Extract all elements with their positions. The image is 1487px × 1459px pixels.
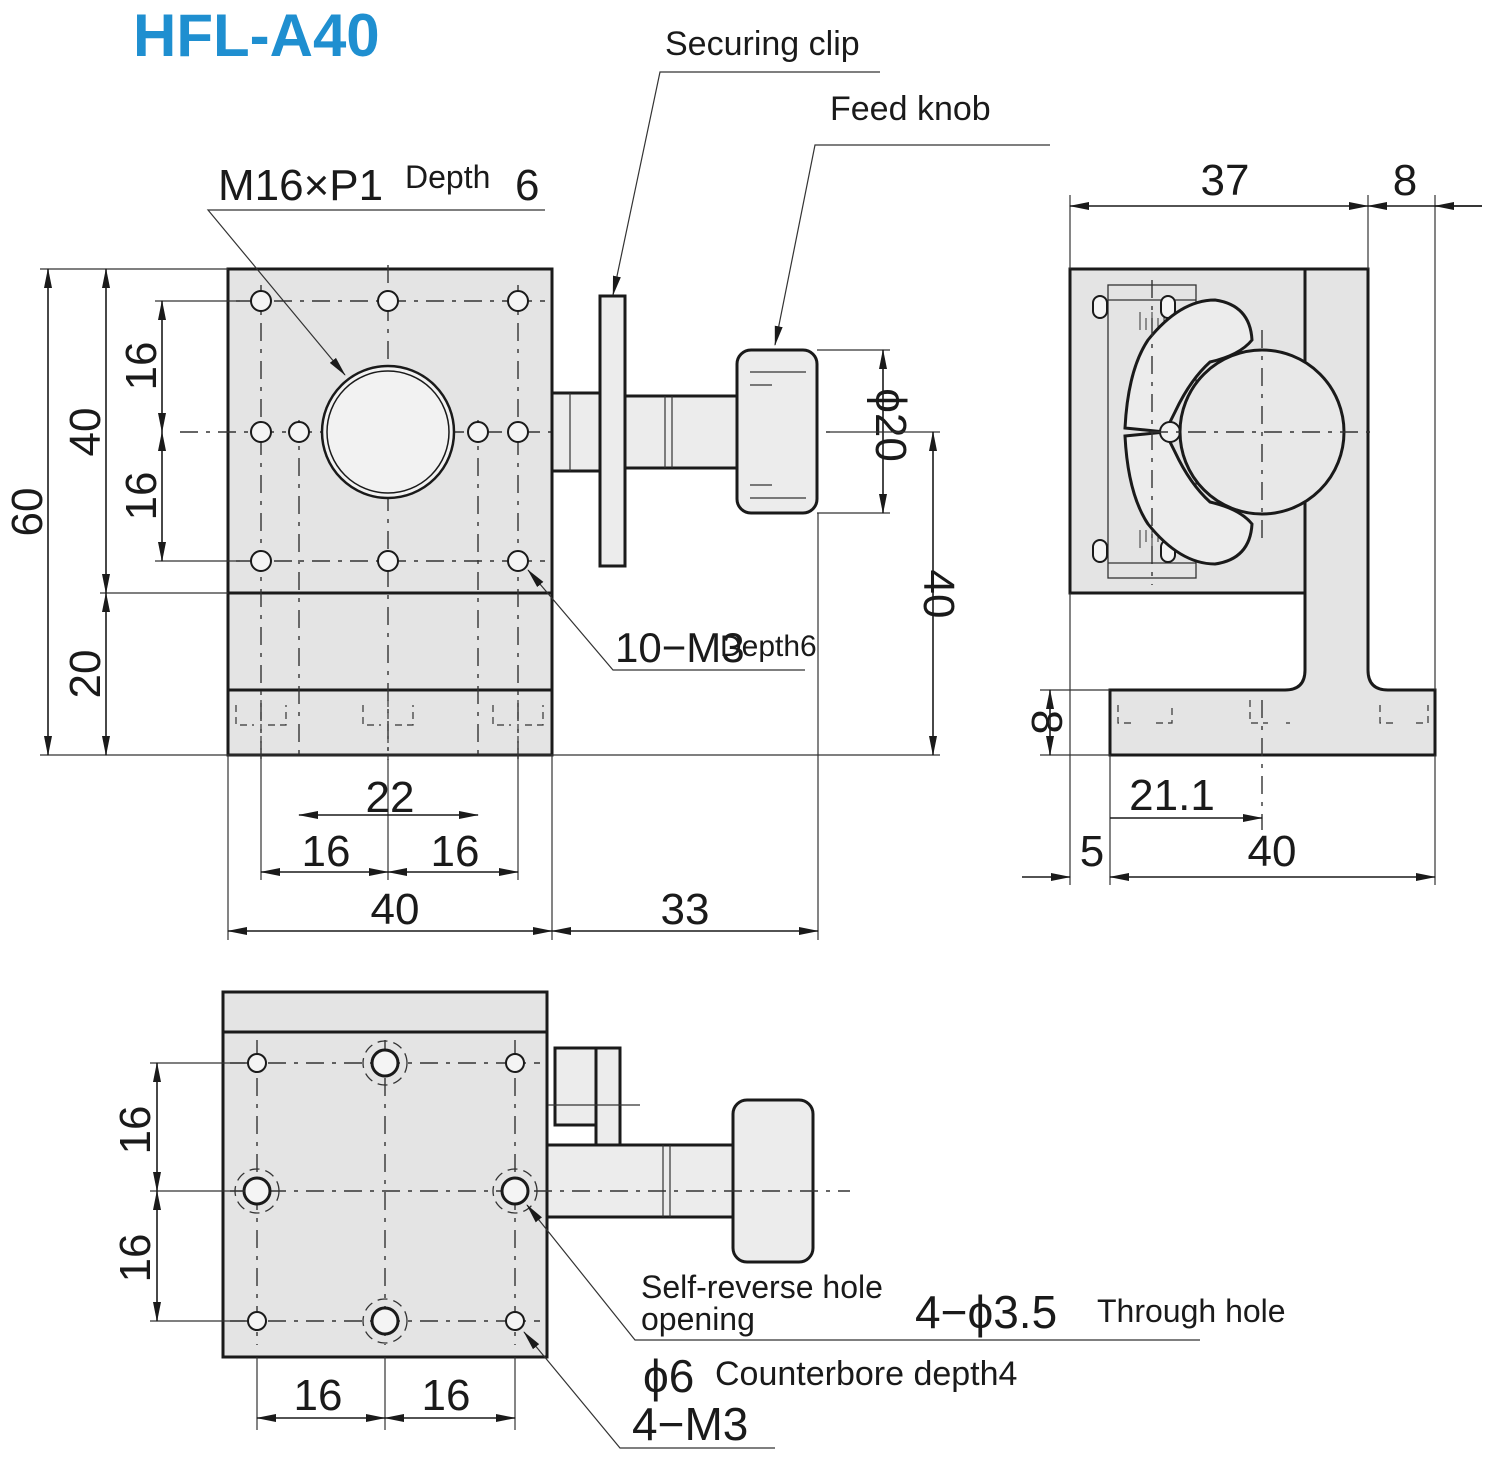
dim-side-8: 8 [1393,156,1417,205]
dim-front-16-upper: 16 [117,342,166,391]
dim-bottom-16-left: 16 [294,1371,343,1420]
m3-holes [250,290,529,572]
dim-front-60: 60 [3,488,52,537]
dim-front-40-height: 40 [61,408,110,457]
label-center-thread: M16×P1 [218,161,383,210]
label-center-thread-depth-val: 6 [515,161,539,210]
label-tapped-holes: 10−M3 [615,624,745,671]
dim-side-base-8: 8 [1022,710,1071,734]
front-view [180,265,830,760]
label-center-thread-depth: Depth [405,159,490,195]
front-callouts: Securing clip Feed knob M16×P1 Depth 6 1… [206,25,1050,671]
feed-knob [735,348,819,515]
dim-front-16-lower: 16 [117,472,166,521]
side-view [1068,267,1437,830]
label-tapped-holes-depth: Depth6 [720,630,817,663]
dim-side-37: 37 [1201,156,1250,205]
dim-bottom-16-right: 16 [422,1371,471,1420]
dim-bottom-16-lower: 16 [111,1234,160,1283]
label-counterbore-text: Counterbore depth4 [715,1355,1017,1393]
dim-front-33: 33 [661,885,710,934]
dim-front-22: 22 [366,773,415,822]
dim-axis-height-40: 40 [914,570,963,619]
label-through-hole-text: Through hole [1097,1293,1286,1329]
counterbore-holes [234,1040,538,1344]
dim-front-20: 20 [61,650,110,699]
center-thread-hole [320,364,456,500]
securing-clip [598,294,627,568]
bottom-callouts: Self-reverse hole opening 4−ϕ3.5 Through… [523,1204,1286,1450]
label-securing-clip: Securing clip [665,25,860,63]
side-dimensions: 37 8 8 21.1 5 40 [1022,156,1482,885]
label-through-hole: 4−ϕ3.5 [915,1286,1057,1338]
dim-side-5: 5 [1080,827,1104,876]
dim-front-16-left: 16 [302,827,351,876]
bottom-dimensions: 16 16 16 16 [111,1062,516,1430]
dim-front-16-right: 16 [431,827,480,876]
dim-front-width-40: 40 [371,885,420,934]
front-dimensions: 60 40 20 16 16 ϕ20 40 22 16 16 [3,268,963,940]
model-title: HFL-A40 [133,2,380,69]
bottom-view [221,990,850,1359]
label-feed-knob: Feed knob [830,90,991,128]
dim-knob-diameter: ϕ20 [866,388,915,462]
label-counterbore: ϕ6 [643,1350,694,1402]
front-body [226,267,554,757]
dim-side-21-1: 21.1 [1129,771,1215,820]
label-self-reverse-2: opening [641,1301,755,1337]
dim-side-40: 40 [1248,827,1297,876]
label-bottom-tapped: 4−M3 [632,1398,748,1450]
label-self-reverse-1: Self-reverse hole [641,1269,883,1305]
dim-bottom-16-upper: 16 [111,1106,160,1155]
